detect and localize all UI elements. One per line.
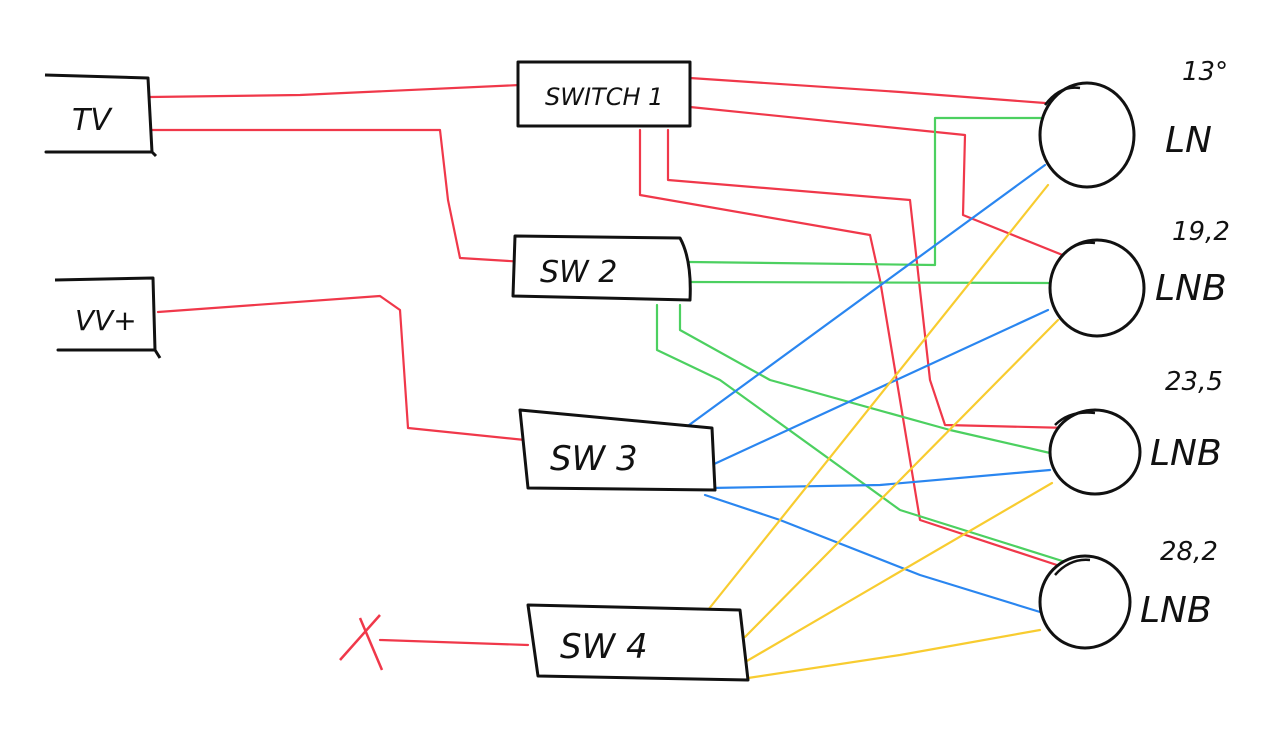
switch-3-label: SW 3: [550, 439, 638, 479]
wire-sw4-lnb2: [743, 318, 1060, 639]
disconnected-x-icon: [339, 614, 384, 671]
wire-sw2-lnb4: [655, 303, 1077, 567]
tv-box: TV: [44, 73, 158, 158]
lnb-1: 13° LN: [1038, 57, 1228, 189]
lnb-1-position: 13°: [1182, 57, 1228, 87]
wire-sw4-lnb1: [698, 183, 1050, 622]
wire-sw2-lnb2: [688, 280, 1052, 285]
wire-tv-sw2: [148, 128, 527, 264]
lnb-3: 23,5 LNB: [1048, 367, 1223, 496]
vu-label: VV+: [75, 304, 137, 337]
wire-tv-switch1: [148, 83, 522, 99]
switch-2-label: SW 2: [540, 255, 617, 290]
switch-1: SWITCH 1: [516, 60, 692, 128]
wire-sw4-unused: [378, 638, 530, 647]
tv-label: TV: [72, 103, 113, 138]
green-wires: [655, 116, 1077, 567]
switch-2: SW 2: [511, 234, 692, 302]
lnb-4: 28,2 LNB: [1038, 537, 1218, 650]
wire-sw3-lnb3: [708, 468, 1052, 490]
wire-sw4-lnb4: [746, 628, 1042, 680]
switch-4-label: SW 4: [560, 627, 648, 667]
wire-sw3-lnb1: [683, 163, 1047, 430]
red-wires: [148, 76, 1074, 647]
lnb-2-position: 19,2: [1172, 217, 1230, 247]
lnb-4-position: 28,2: [1160, 537, 1218, 567]
wire-vu-sw3: [156, 294, 527, 442]
lnb-3-label: LNB: [1150, 433, 1222, 474]
wire-sw4-lnb3: [738, 481, 1054, 667]
lnb-2-label: LNB: [1155, 268, 1227, 309]
wire-sw3-lnb2: [710, 308, 1050, 467]
switch-4: SW 4: [526, 603, 750, 682]
wire-switch1-lnb1: [688, 76, 1047, 105]
switch-1-label: SWITCH 1: [545, 83, 663, 111]
wire-switch1-lnb4: [638, 128, 1074, 572]
switch-3: SW 3: [518, 408, 717, 492]
wire-switch1-lnb3: [666, 128, 1072, 430]
lnb-4-label: LNB: [1140, 590, 1212, 631]
yellow-wires: [698, 183, 1060, 680]
blue-wires: [683, 163, 1052, 614]
wire-sw2-lnb3: [678, 303, 1052, 455]
lnb-2: 19,2 LNB: [1048, 217, 1230, 338]
lnb-1-label: LN: [1165, 120, 1212, 161]
vu-box: VV+: [54, 276, 162, 359]
wire-sw3-lnb4: [703, 493, 1042, 614]
wire-sw2-lnb1: [688, 116, 1047, 267]
lnb-3-position: 23,5: [1165, 367, 1223, 397]
wire-switch1-lnb2: [688, 105, 1072, 260]
